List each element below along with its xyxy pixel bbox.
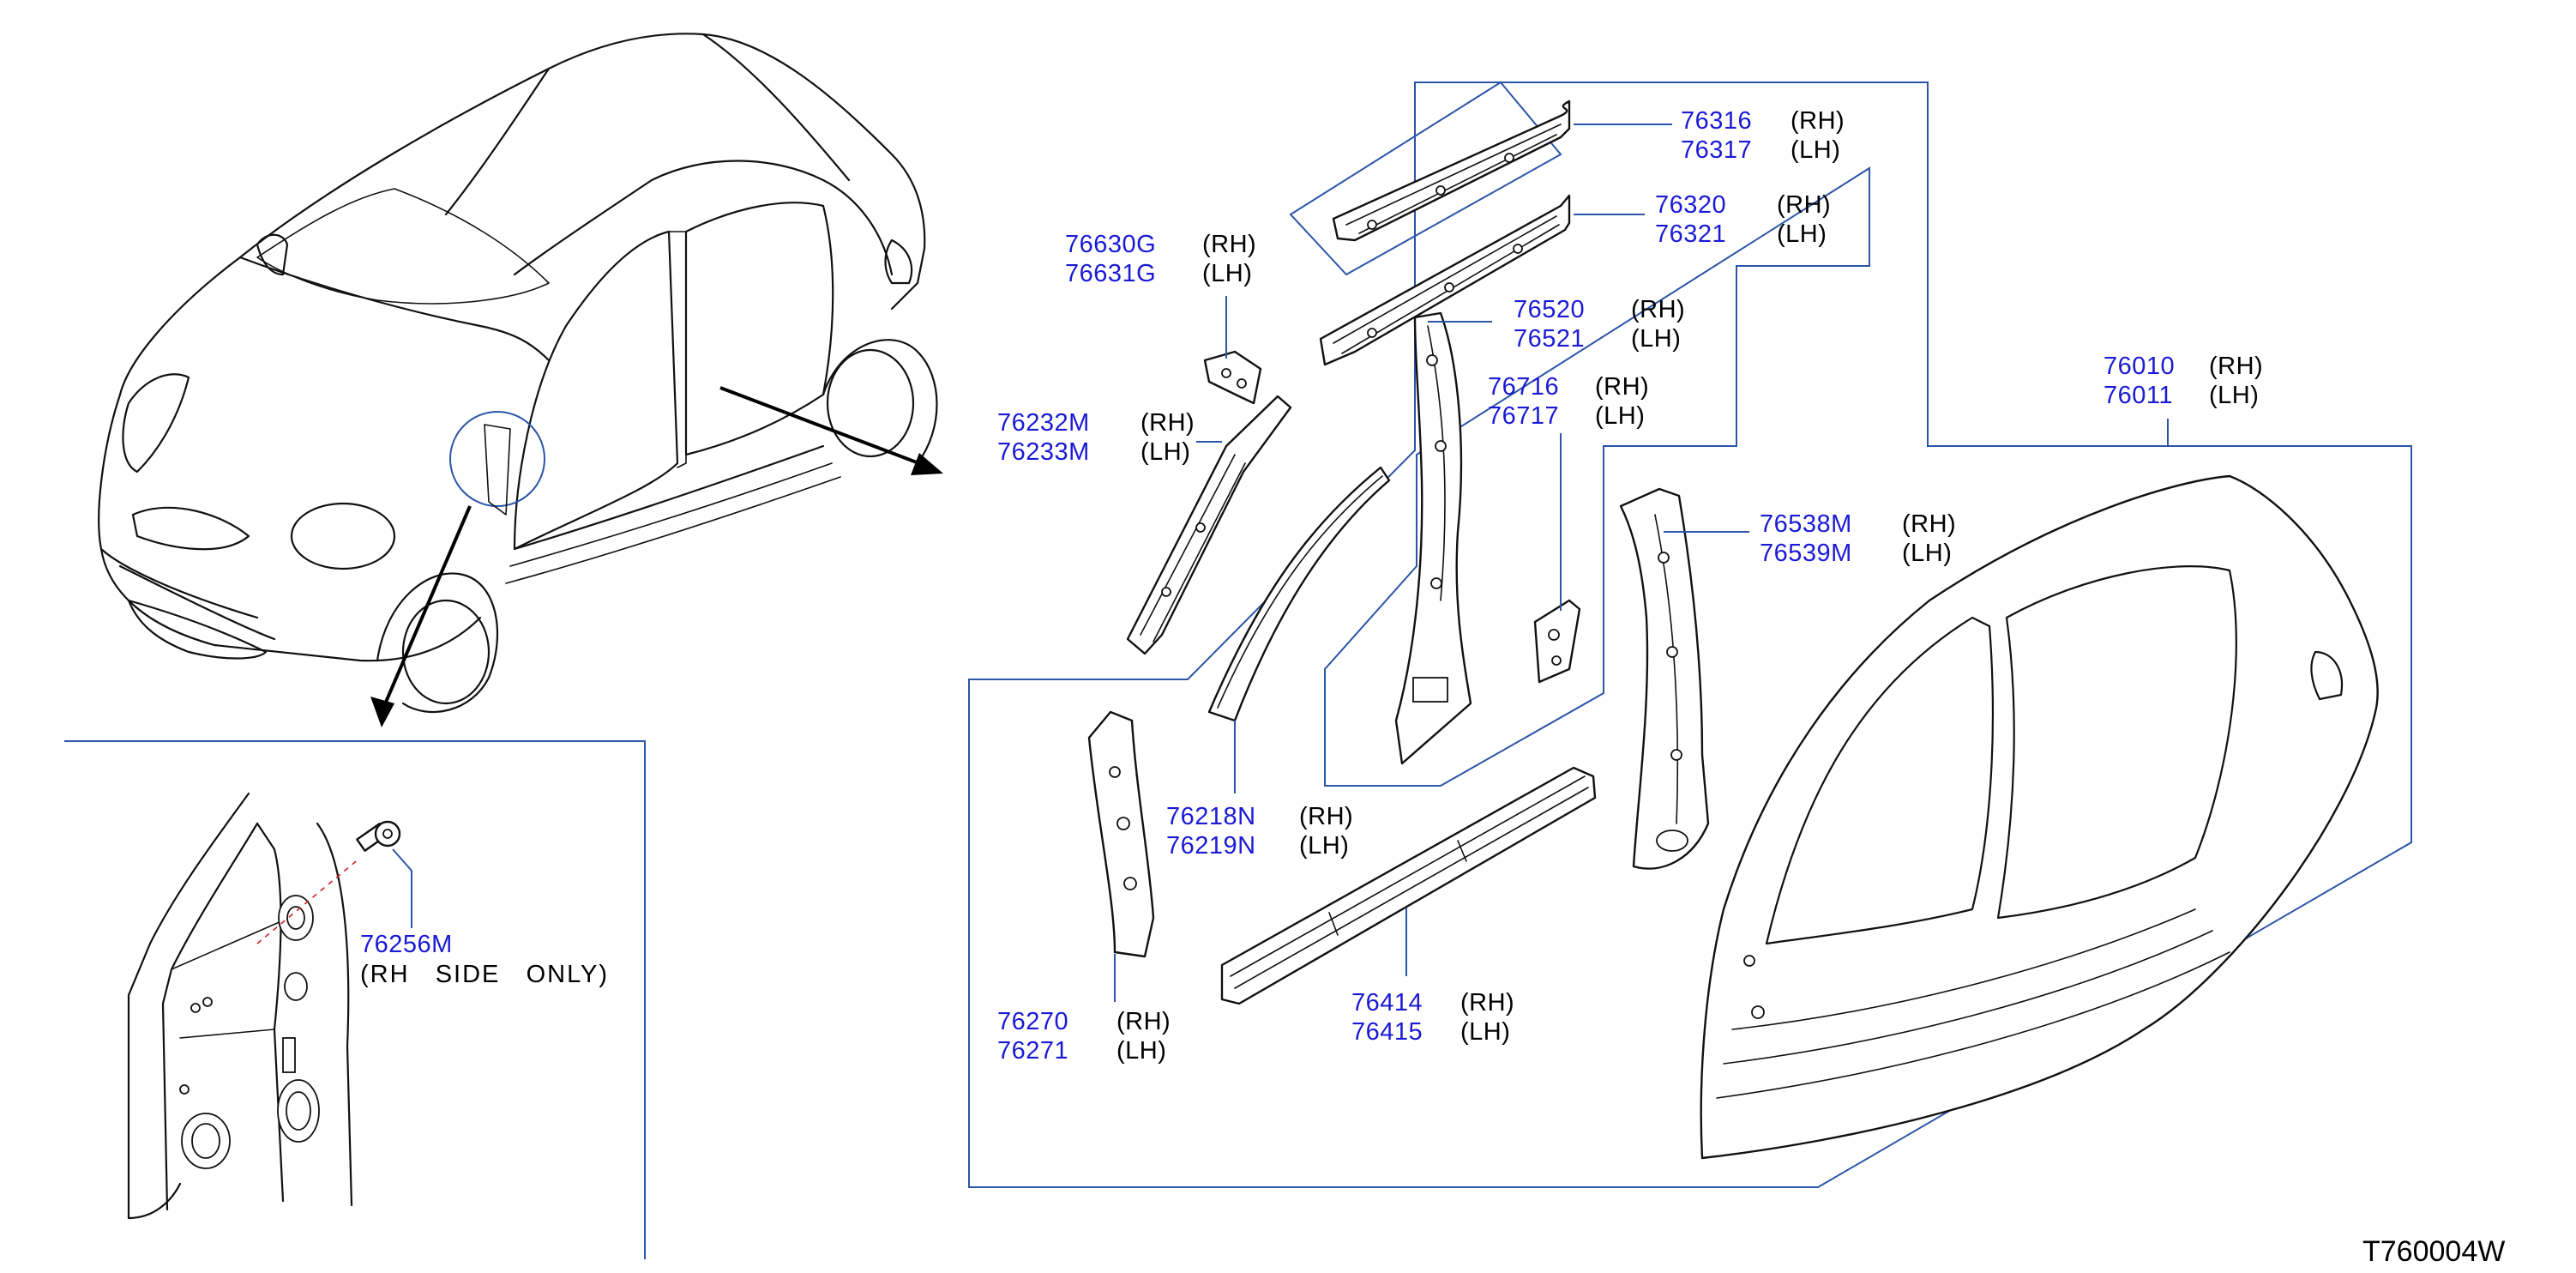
part-76414-sill: [1220, 766, 1597, 1005]
side-label: (LH): [1791, 136, 1840, 164]
leader-lines: [1114, 124, 2169, 1002]
part-number: 76233M: [997, 438, 1090, 466]
frame-outer-panel: [968, 81, 2412, 1188]
side-label: (RH): [1777, 191, 1831, 219]
side-label: (RH): [1299, 803, 1353, 830]
callout-arrows: [370, 386, 943, 727]
car-overview-illustration: [98, 33, 938, 714]
side-label: (LH): [1299, 832, 1349, 860]
part-number: 76521: [1514, 325, 1585, 353]
part-number: 76320: [1655, 191, 1726, 219]
part-number: 76232M: [997, 409, 1090, 437]
side-label: (LH): [1595, 402, 1645, 430]
callout-76010: 76010 (RH) 76011 (LH): [2104, 353, 2263, 409]
side-label: (RH): [1116, 1008, 1171, 1035]
side-label: (RH): [1902, 510, 1956, 538]
side-label: (LH): [2209, 382, 2259, 409]
side-label: (RH): [1631, 296, 1685, 323]
part-number: 76010: [2104, 353, 2175, 380]
part-number: 76317: [1681, 136, 1752, 164]
side-label: (LH): [1777, 220, 1827, 248]
part-number: 76630G: [1065, 231, 1156, 258]
part-76218n-arch: [1207, 466, 1391, 722]
part-76270-pillar-lower: [1087, 710, 1155, 958]
callout-76520: 76520 (RH) 76521 (LH): [1514, 296, 1685, 353]
part-76320-inner-rail: [1319, 194, 1571, 366]
part-number: 76414: [1351, 989, 1423, 1017]
side-label: (LH): [1116, 1037, 1166, 1065]
callout-76414: 76414 (RH) 76415 (LH): [1351, 989, 1514, 1046]
part-number: 76219N: [1166, 832, 1256, 860]
part-76232m-a-pillar: [1126, 395, 1292, 655]
callout-76232m: 76232M (RH) 76233M (LH): [997, 409, 1195, 466]
callout-76316: 76316 (RH) 76317 (LH): [1681, 107, 1845, 164]
part-76630g-bracket: [1203, 350, 1262, 405]
part-76716-panel: [1533, 599, 1581, 684]
side-label: (LH): [1902, 540, 1952, 567]
callout-76218n: 76218N (RH) 76219N (LH): [1166, 803, 1353, 860]
callout-76716: 76716 (RH) 76717 (LH): [1488, 373, 1649, 430]
part-number: 76270: [997, 1008, 1068, 1035]
side-label: (LH): [1202, 260, 1252, 287]
detail-inset: [64, 740, 646, 1259]
side-label: (LH): [1631, 325, 1681, 353]
part-number: 76271: [997, 1037, 1068, 1065]
side-label: (RH): [2209, 353, 2263, 380]
callout-76630g: 76630G (RH) 76631G (LH): [1065, 231, 1256, 287]
part-number: 76539M: [1760, 540, 1852, 567]
callout-76320: 76320 (RH) 76321 (LH): [1655, 191, 1831, 248]
side-label: (RH): [1460, 989, 1514, 1017]
part-number: 76631G: [1065, 260, 1156, 287]
part-number: 76520: [1514, 296, 1585, 323]
part-number: 76218N: [1166, 803, 1256, 830]
part-number: 76538M: [1760, 510, 1852, 538]
part-number: 76256M: [360, 931, 453, 958]
part-number: 76316: [1681, 107, 1752, 135]
bolt-icon: [356, 820, 401, 852]
part-number: 76415: [1351, 1018, 1423, 1046]
side-label: (RH): [1791, 107, 1845, 135]
frame-inner: [1324, 166, 1870, 787]
part-number: 76321: [1655, 220, 1726, 248]
callout-76256m: 76256M (RH SIDE ONLY): [360, 931, 609, 988]
side-label: (RH): [1595, 373, 1649, 401]
callout-76538m: 76538M (RH) 76539M (LH): [1760, 510, 1956, 567]
diagram-code: T760004W: [2362, 1235, 2505, 1268]
side-label: (LH): [1141, 438, 1190, 466]
part-number: 76716: [1488, 373, 1559, 401]
part-76520-b-pillar-inner: [1394, 311, 1472, 765]
side-label: (LH): [1460, 1018, 1510, 1046]
side-label: (RH): [1141, 409, 1195, 437]
part-76538m-b-pillar-outer: [1619, 487, 1710, 870]
side-label: (RH): [1202, 231, 1256, 258]
callout-76270: 76270 (RH) 76271 (LH): [997, 1008, 1171, 1065]
part-number: 76011: [2104, 382, 2173, 409]
part-76010-body-side-outer: [1700, 474, 2379, 1160]
note-label: (RH SIDE ONLY): [360, 961, 609, 988]
part-76316-roof-rail: [1332, 100, 1571, 242]
part-number: 76717: [1488, 402, 1559, 430]
